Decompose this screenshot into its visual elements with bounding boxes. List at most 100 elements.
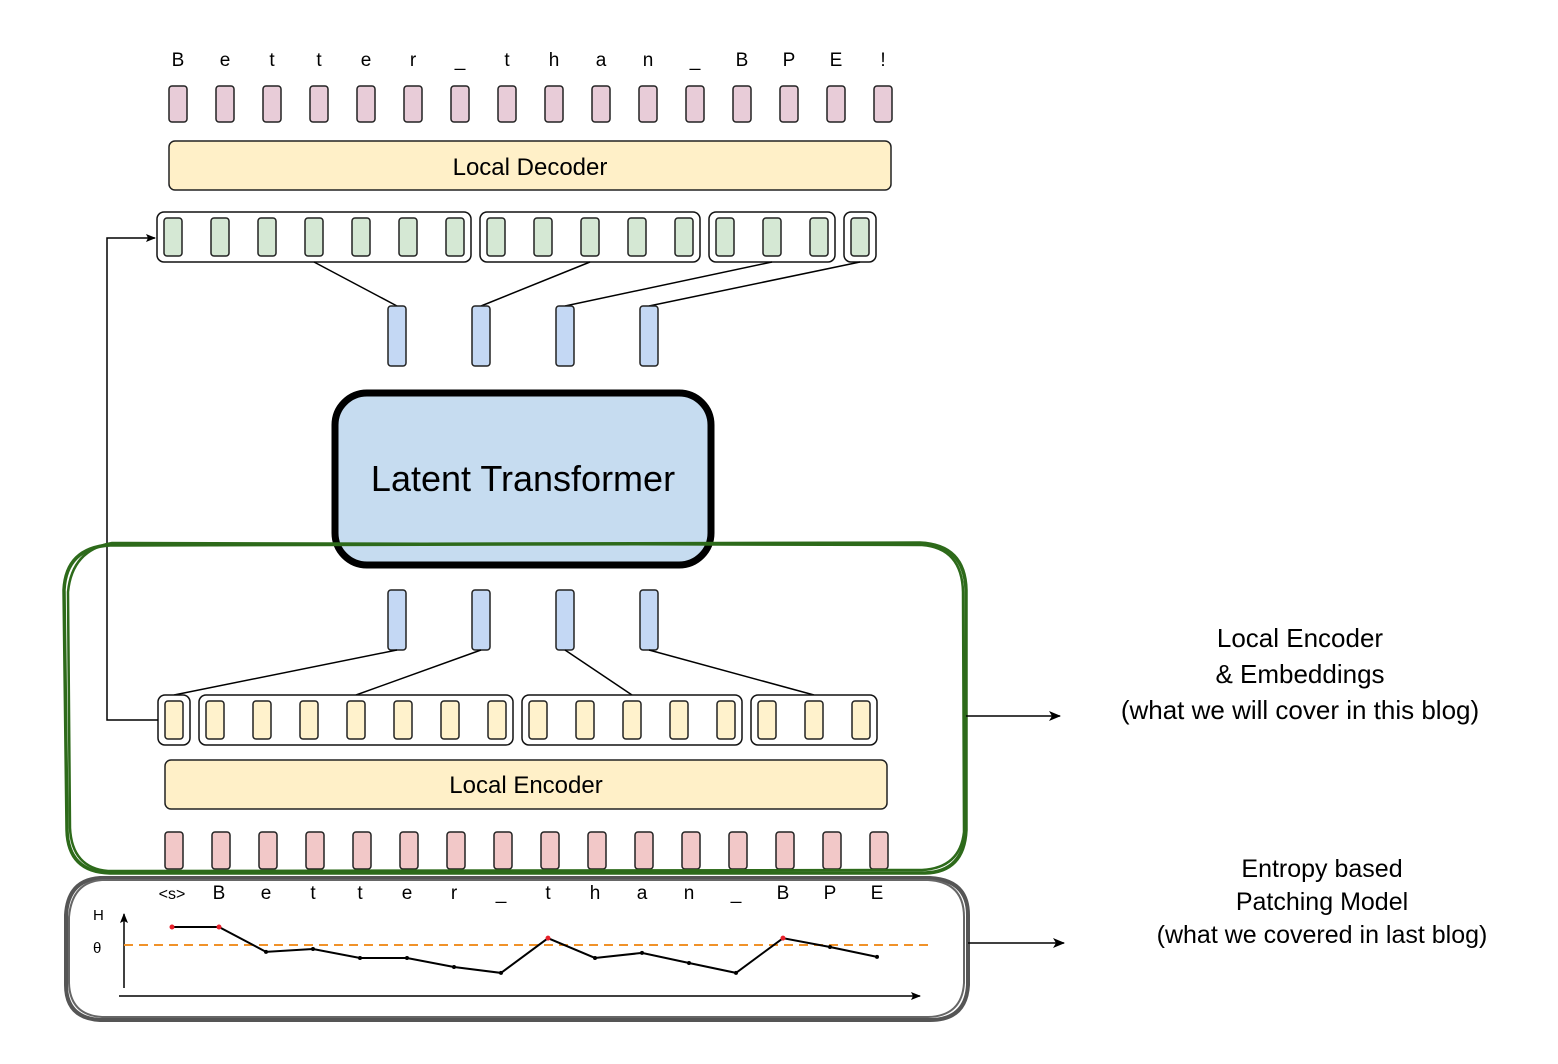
entropy-point — [640, 950, 644, 955]
entropy-point — [687, 961, 691, 965]
local-encoder-label: Local Encoder — [449, 772, 602, 799]
input-character: a — [637, 883, 648, 904]
output-character: r — [410, 50, 417, 71]
entropy-point — [593, 955, 597, 960]
input-character: t — [545, 883, 551, 904]
output-character: h — [549, 50, 560, 71]
input-character: <s> — [159, 886, 186, 903]
output-byte-token — [403, 85, 423, 123]
decoder-byte-token — [809, 217, 829, 257]
encoder-byte-token — [205, 700, 225, 740]
input-byte-token — [493, 831, 513, 870]
latent-output-token — [639, 305, 659, 367]
output-character: e — [220, 50, 231, 71]
decoder-byte-token — [674, 217, 694, 257]
output-character: t — [269, 50, 275, 71]
output-character: _ — [454, 50, 466, 71]
encoder-highlight-border — [62, 541, 968, 875]
entropy-series — [169, 924, 879, 975]
output-character: ! — [880, 50, 885, 71]
latent-output-token — [471, 305, 491, 367]
entropy-peak-point — [169, 924, 175, 930]
output-byte-token — [356, 85, 376, 123]
output-byte-token — [873, 85, 893, 123]
output-byte-tokens — [168, 85, 893, 123]
encoder-byte-token — [804, 700, 824, 740]
decoder-byte-token — [627, 217, 647, 257]
encoder-annotation-line: Local Encoder — [1216, 623, 1384, 653]
input-character: e — [402, 883, 413, 904]
latent-input-token — [471, 589, 491, 651]
decoder-byte-token — [257, 217, 277, 257]
output-byte-token — [826, 85, 846, 123]
local-decoder-label: Local Decoder — [453, 154, 608, 181]
encoder-byte-token — [487, 700, 507, 740]
entropy-point — [264, 949, 268, 954]
decoder-byte-token — [715, 217, 735, 257]
encoder-annotation-line: (what we will cover in this blog) — [1120, 695, 1480, 725]
input-character: n — [684, 883, 695, 904]
patcher-annotation-line: Patching Model — [1235, 888, 1409, 916]
output-character: a — [596, 50, 607, 71]
output-byte-token — [544, 85, 564, 123]
decoder-patch-groups — [156, 211, 877, 263]
encoder-byte-token — [299, 700, 319, 740]
encoder-byte-token — [528, 700, 548, 740]
decoder-latent-link — [480, 261, 591, 307]
output-character: t — [504, 50, 510, 71]
entropy-point — [452, 964, 456, 969]
decoder-latent-link — [313, 261, 398, 307]
input-byte-token — [399, 831, 419, 870]
input-byte-token — [775, 831, 795, 870]
input-character: r — [451, 883, 458, 904]
encoder-byte-token — [757, 700, 777, 740]
input-byte-token — [258, 831, 278, 870]
output-byte-token — [497, 85, 517, 123]
input-character: t — [357, 883, 363, 904]
entropy-point — [828, 944, 832, 949]
patcher-annotation-line: (what we covered in last blog) — [1156, 921, 1488, 949]
input-byte-token — [164, 831, 184, 870]
input-character: E — [871, 883, 884, 904]
input-byte-token — [587, 831, 607, 870]
local-encoder-block: Local Encoder — [164, 759, 888, 810]
encoder-byte-token — [164, 700, 184, 740]
skip-connection-arrow — [106, 234, 158, 721]
entropy-point — [405, 955, 409, 960]
entropy-line — [172, 926, 878, 974]
decoder-byte-token — [762, 217, 782, 257]
entropy-peak-point — [216, 924, 222, 930]
output-byte-token — [779, 85, 799, 123]
decoder-byte-token — [850, 217, 870, 257]
entropy-plot: H θ — [93, 907, 930, 1000]
input-byte-tokens — [164, 831, 889, 870]
input-byte-token — [728, 831, 748, 870]
decoder-latent-link — [564, 261, 773, 307]
decoder-byte-token — [304, 217, 324, 257]
latent-output-tokens — [387, 305, 659, 367]
output-byte-token — [309, 85, 329, 123]
input-byte-token — [305, 831, 325, 870]
entropy-point — [311, 946, 315, 951]
decoder-byte-token — [398, 217, 418, 257]
output-byte-token — [450, 85, 470, 123]
encoder-byte-token — [252, 700, 272, 740]
encoder-byte-token — [622, 700, 642, 740]
output-byte-token — [591, 85, 611, 123]
encoder-byte-token — [851, 700, 871, 740]
input-character: B — [213, 883, 226, 904]
decoder-byte-token — [533, 217, 553, 257]
patcher-annotation-line: Entropy based — [1241, 855, 1403, 883]
output-byte-token — [638, 85, 658, 123]
output-character: B — [172, 50, 185, 71]
latent-input-token — [387, 589, 407, 651]
decoder-byte-token — [445, 217, 465, 257]
input-byte-token — [540, 831, 560, 870]
input-character: t — [310, 883, 316, 904]
input-byte-token — [869, 831, 889, 870]
encoder-annotation: Local Encoder & Embeddings (what we will… — [1080, 620, 1520, 728]
entropy-point — [358, 955, 362, 960]
